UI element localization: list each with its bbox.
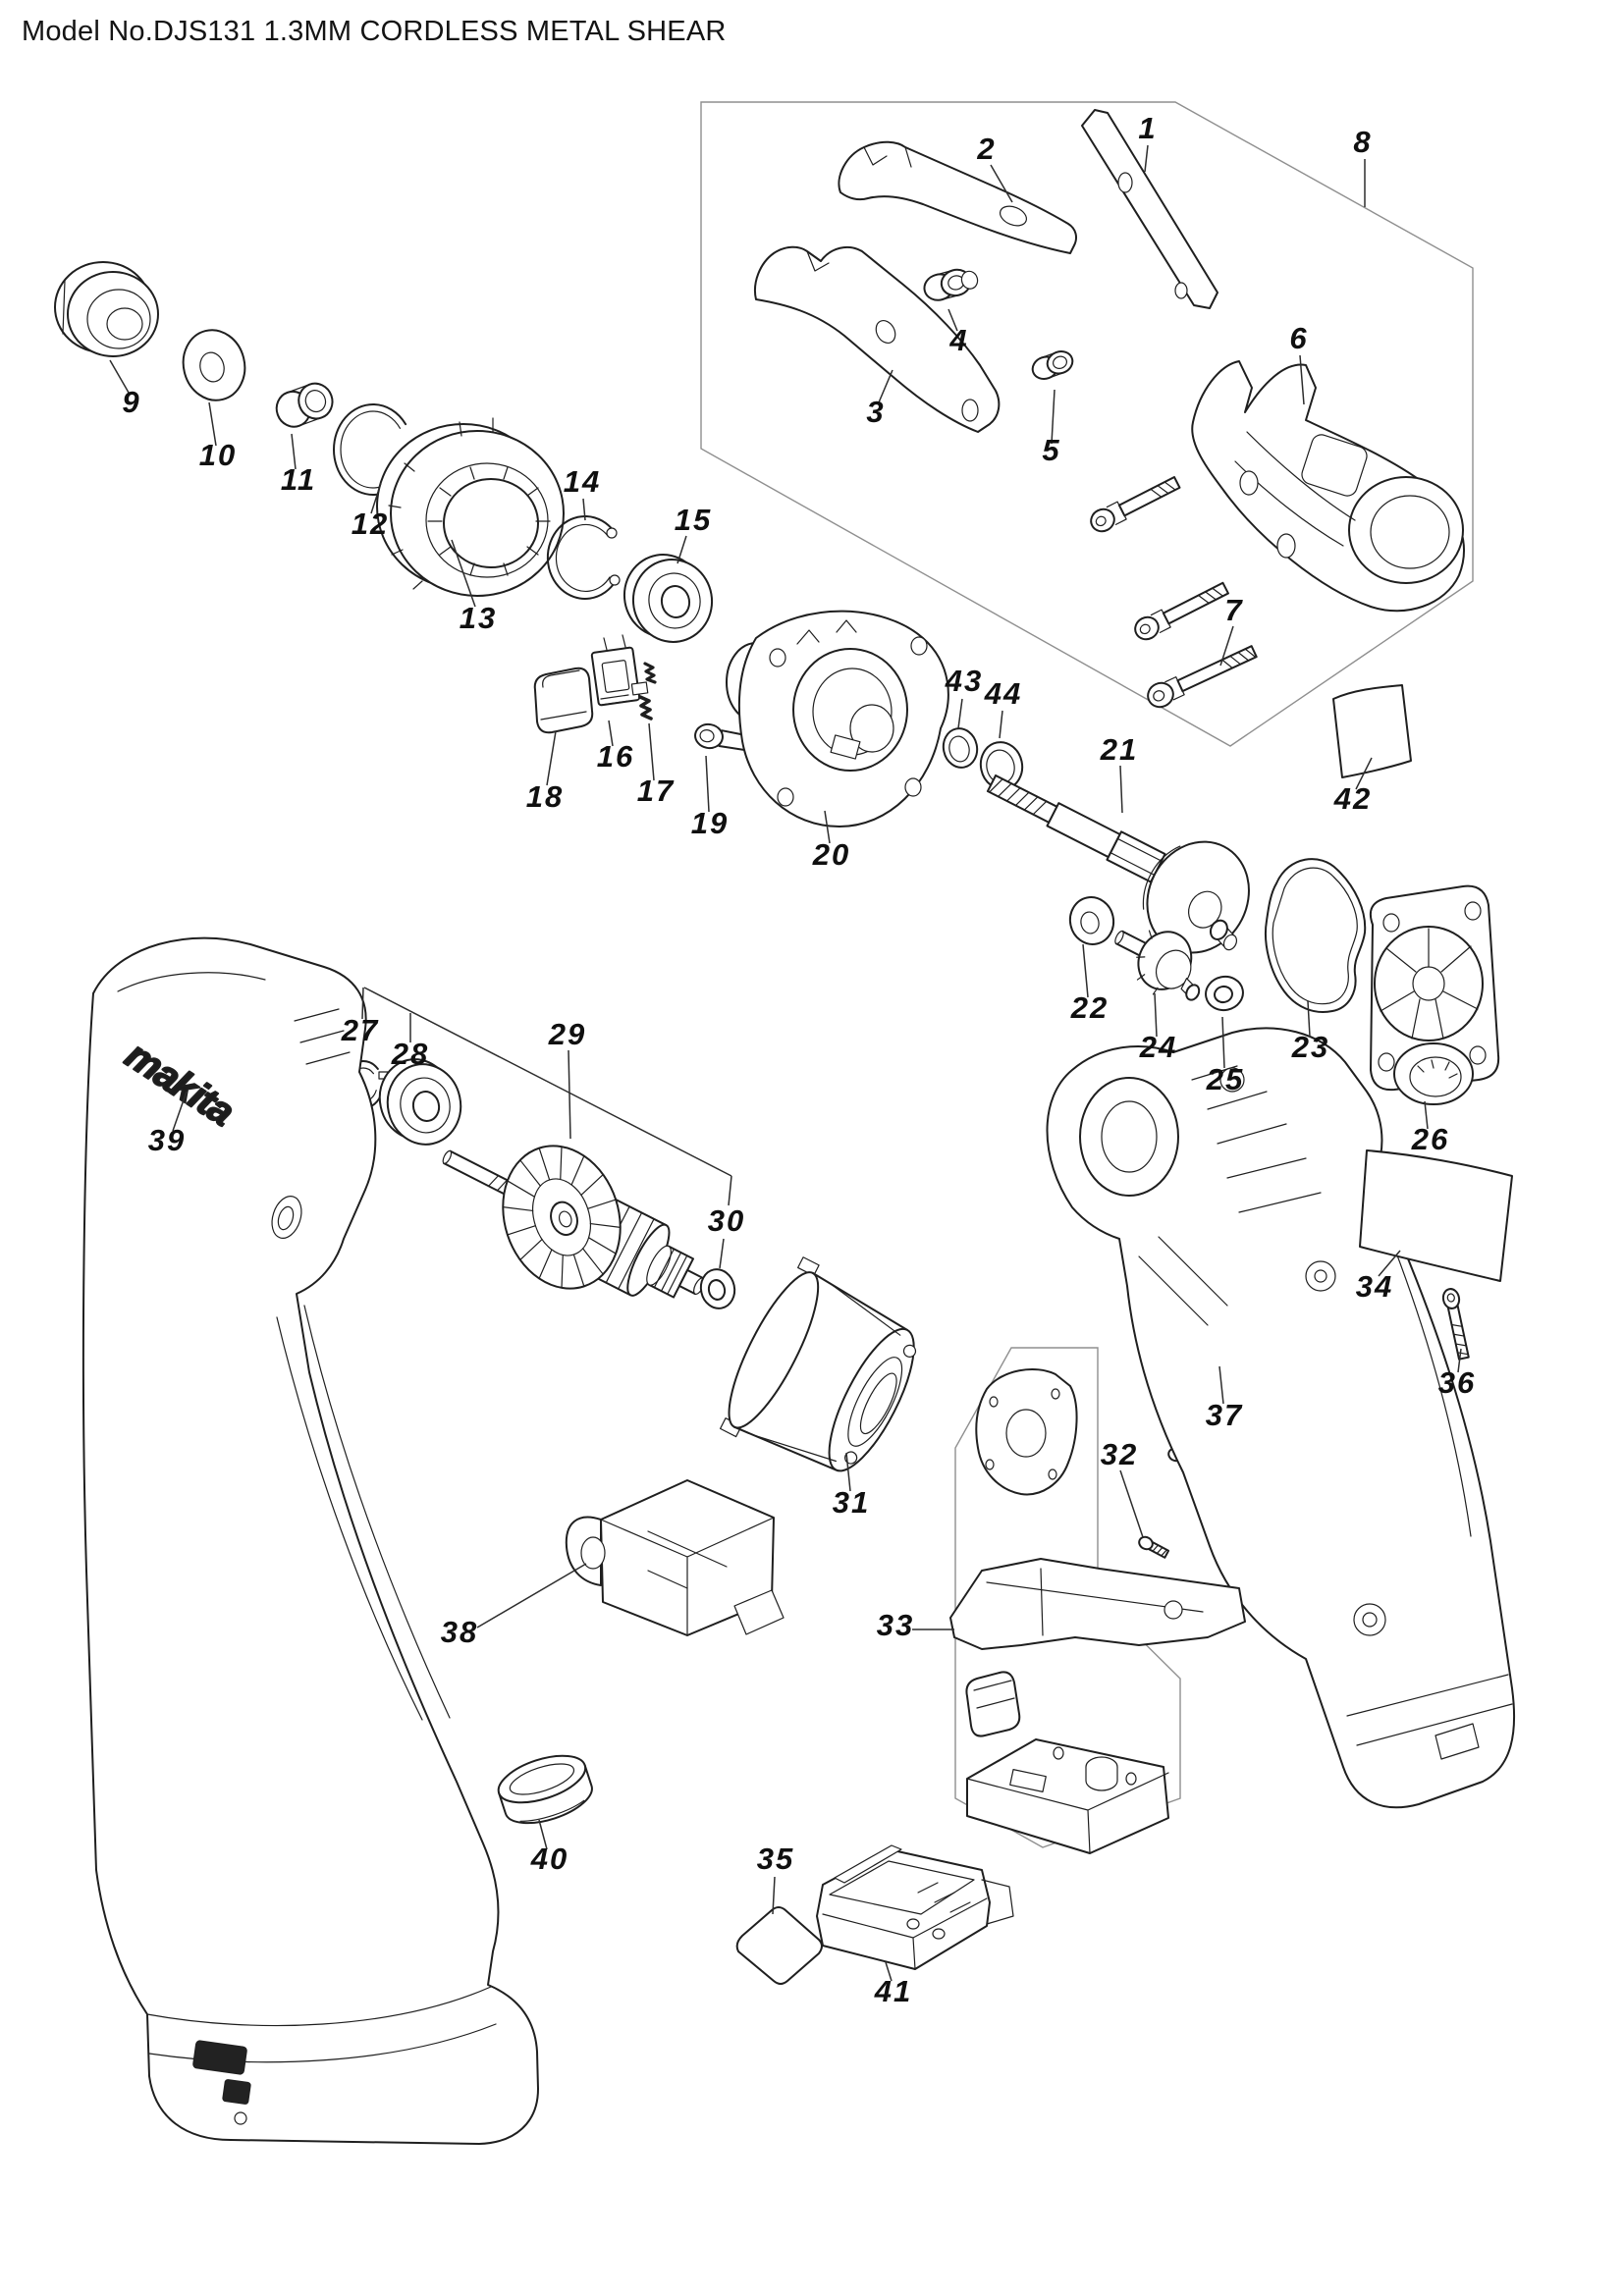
part-23-gasket [1265,858,1367,1013]
part-label-42: 42 [1333,781,1372,816]
part-42-label-sheet [1332,684,1412,778]
part-label-26: 26 [1411,1122,1449,1156]
part-35-label-sheet [735,1906,823,1985]
part-11-sleeve [275,382,334,428]
part-2-center-blade [838,140,1077,254]
part-4-bushing [923,268,979,301]
part-label-16: 16 [597,739,634,774]
leader-lines [109,144,1462,1982]
head-assembly-group-frame [700,101,1474,747]
part-label-39: 39 [148,1123,186,1157]
part-17-brush-springs [638,662,657,721]
part-label-38: 38 [441,1615,478,1649]
part-9-bearing-retainer [54,261,159,357]
part-41-terminal-block [816,1844,1014,1970]
part-1-blade [1081,109,1218,309]
part-44-ring [979,741,1024,790]
part-label-32: 32 [1101,1437,1138,1471]
part-21-spindle [986,774,1250,954]
part-40-cap [497,1754,593,1825]
part-24-gear [1114,930,1201,1001]
part-label-22: 22 [1070,990,1109,1025]
part-18-holder-cap [533,667,594,734]
part-label-17: 17 [637,774,675,808]
part-label-1: 1 [1138,111,1157,145]
part-label-5: 5 [1042,433,1060,467]
part-label-14: 14 [564,464,601,499]
part-label-21: 21 [1100,732,1138,767]
part-16-brush-holder [590,634,649,707]
part-label-3: 3 [866,395,885,429]
part-37-housing-right [949,1027,1516,1809]
part-7-socket-bolts [1090,476,1258,709]
part-label-27: 27 [341,1013,379,1047]
part-6-shear-head-housing [1191,360,1465,613]
part-label-8: 8 [1353,125,1372,159]
part-22-flat-washer [1068,896,1115,945]
part-label-43: 43 [945,664,983,698]
part-10-flat-washer [182,329,246,401]
part-15-ball-bearing [623,554,714,643]
part-label-18: 18 [526,779,564,814]
part-26-bearing-box [1369,884,1500,1105]
part-label-15: 15 [675,503,712,537]
part-label-2: 2 [976,132,996,166]
part-36-screw [1441,1288,1470,1361]
part-label-7: 7 [1224,593,1243,627]
part-33-baffle-plate [975,1368,1078,1496]
part-label-9: 9 [122,385,140,419]
part-20-gear-housing [726,610,949,828]
part-39-housing-left: makita [81,936,539,2145]
part-29-armature [442,1145,706,1299]
part-label-20: 20 [812,837,850,872]
part-label-29: 29 [548,1017,586,1051]
part-label-19: 19 [691,806,729,840]
part-3-blade [754,245,1001,433]
part-label-23: 23 [1291,1030,1329,1064]
part-label-6: 6 [1289,321,1308,355]
part-label-33: 33 [877,1608,914,1642]
part-label-36: 36 [1438,1365,1476,1400]
part-28-ball-bearing [378,1058,462,1146]
controller-group-frame [954,1347,1181,1848]
part-label-4: 4 [948,323,968,357]
part-25-bearing [1205,975,1244,1012]
page-title: Model No.DJS131 1.3MM CORDLESS METAL SHE… [22,16,727,47]
part-label-13: 13 [460,601,497,635]
part-30-washer [699,1268,736,1309]
part-label-12: 12 [352,507,389,541]
part-14-retaining-ring [546,514,621,600]
part-label-34: 34 [1356,1269,1393,1304]
part-label-35: 35 [757,1842,794,1876]
part-label-28: 28 [391,1037,429,1071]
part-31-stator [719,1256,917,1472]
part-label-30: 30 [708,1203,745,1238]
part-label-24: 24 [1139,1030,1177,1064]
part-33-controller [965,1671,1169,1854]
part-13-ring-gear [376,417,565,597]
part-label-25: 25 [1206,1062,1244,1096]
part-number-labels: 1 2 3 4 5 6 7 8 9 10 11 12 13 14 15 16 1… [122,111,1476,2008]
part-label-44: 44 [984,676,1022,711]
part-label-40: 40 [530,1842,568,1876]
part-5-bushing [1031,350,1074,380]
part-label-41: 41 [874,1974,912,2008]
part-label-11: 11 [281,462,316,497]
part-38-switch [565,1479,785,1636]
part-12-snap-ring [333,403,413,496]
part-43-washer [942,727,979,769]
part-label-37: 37 [1206,1398,1243,1432]
part-label-10: 10 [199,438,237,472]
part-label-31: 31 [833,1485,870,1520]
